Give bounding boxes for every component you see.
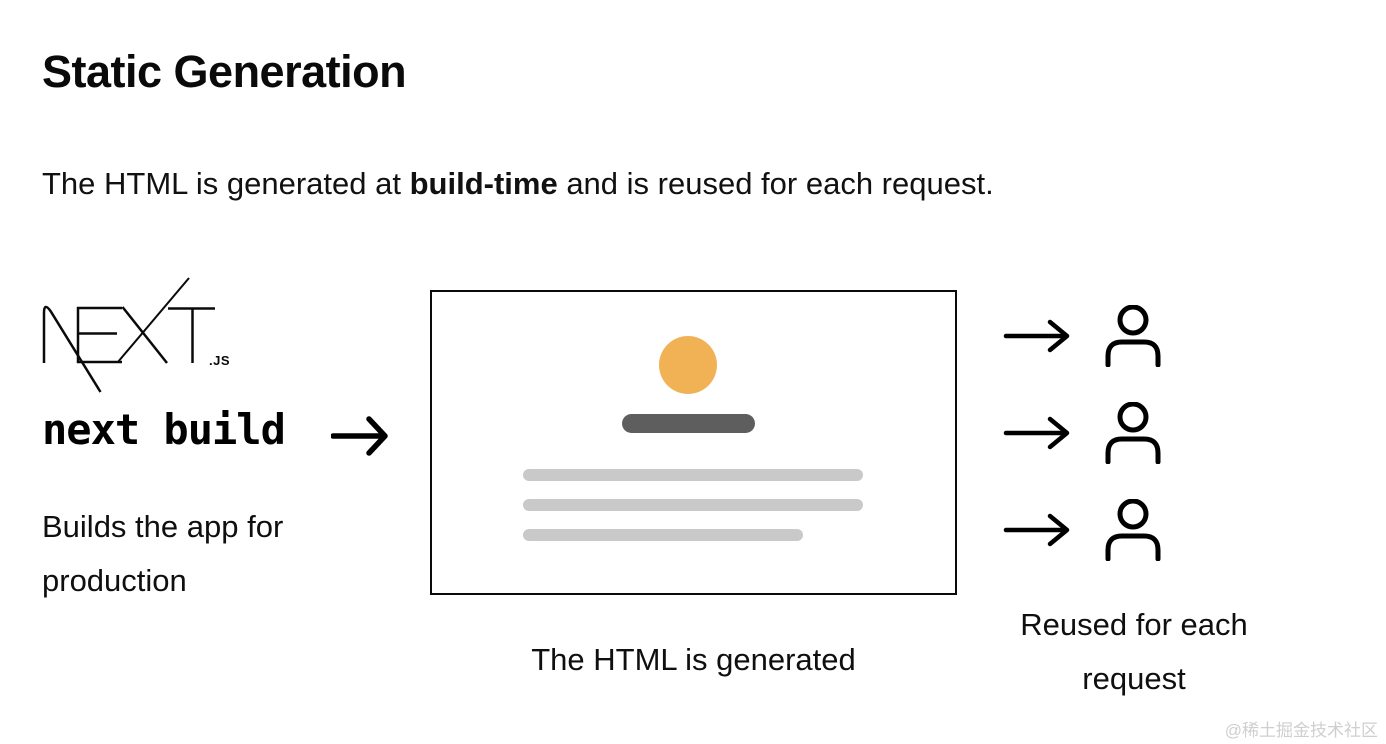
request-row (1003, 499, 1161, 561)
request-row (1003, 402, 1161, 464)
image-placeholder (659, 336, 717, 394)
watermark: @稀土掘金技术社区 (1224, 721, 1378, 740)
user-icon (1105, 499, 1161, 561)
text-line-placeholder (523, 499, 863, 511)
arrow-right-icon (1003, 416, 1070, 450)
request-row (1003, 305, 1161, 367)
logo-letter-x-long (116, 277, 190, 364)
subtitle-highlight: build-time (409, 166, 558, 201)
logo-letter-x-short (121, 306, 168, 364)
heading-placeholder (622, 414, 755, 433)
subtitle: The HTML is generated at build-time and … (42, 166, 994, 202)
next-build-command: next build (42, 405, 286, 454)
arrow-right-icon (1003, 319, 1070, 353)
logo-letter-t (168, 307, 215, 363)
arrow-right-icon (331, 416, 388, 456)
generated-html-page-box (430, 290, 957, 595)
user-icon (1105, 305, 1161, 367)
nextjs-logo-icon: .JS (42, 277, 230, 393)
reused-caption: Reused for each request (1020, 607, 1248, 696)
logo-letter-n (42, 305, 102, 393)
subtitle-text-post: and is reused for each request. (557, 166, 994, 201)
page-title: Static Generation (42, 46, 407, 97)
logo-letter-e (76, 306, 122, 364)
subtitle-text-pre: The HTML is generated at (42, 166, 410, 201)
user-icon (1105, 402, 1161, 464)
arrow-right-icon (1003, 513, 1070, 547)
nextjs-logo-js-suffix: .JS (209, 353, 230, 368)
generated-caption: The HTML is generated (531, 642, 856, 677)
build-caption: Builds the app for production (42, 509, 284, 598)
text-line-placeholder (523, 469, 863, 481)
text-line-placeholder (523, 529, 803, 541)
